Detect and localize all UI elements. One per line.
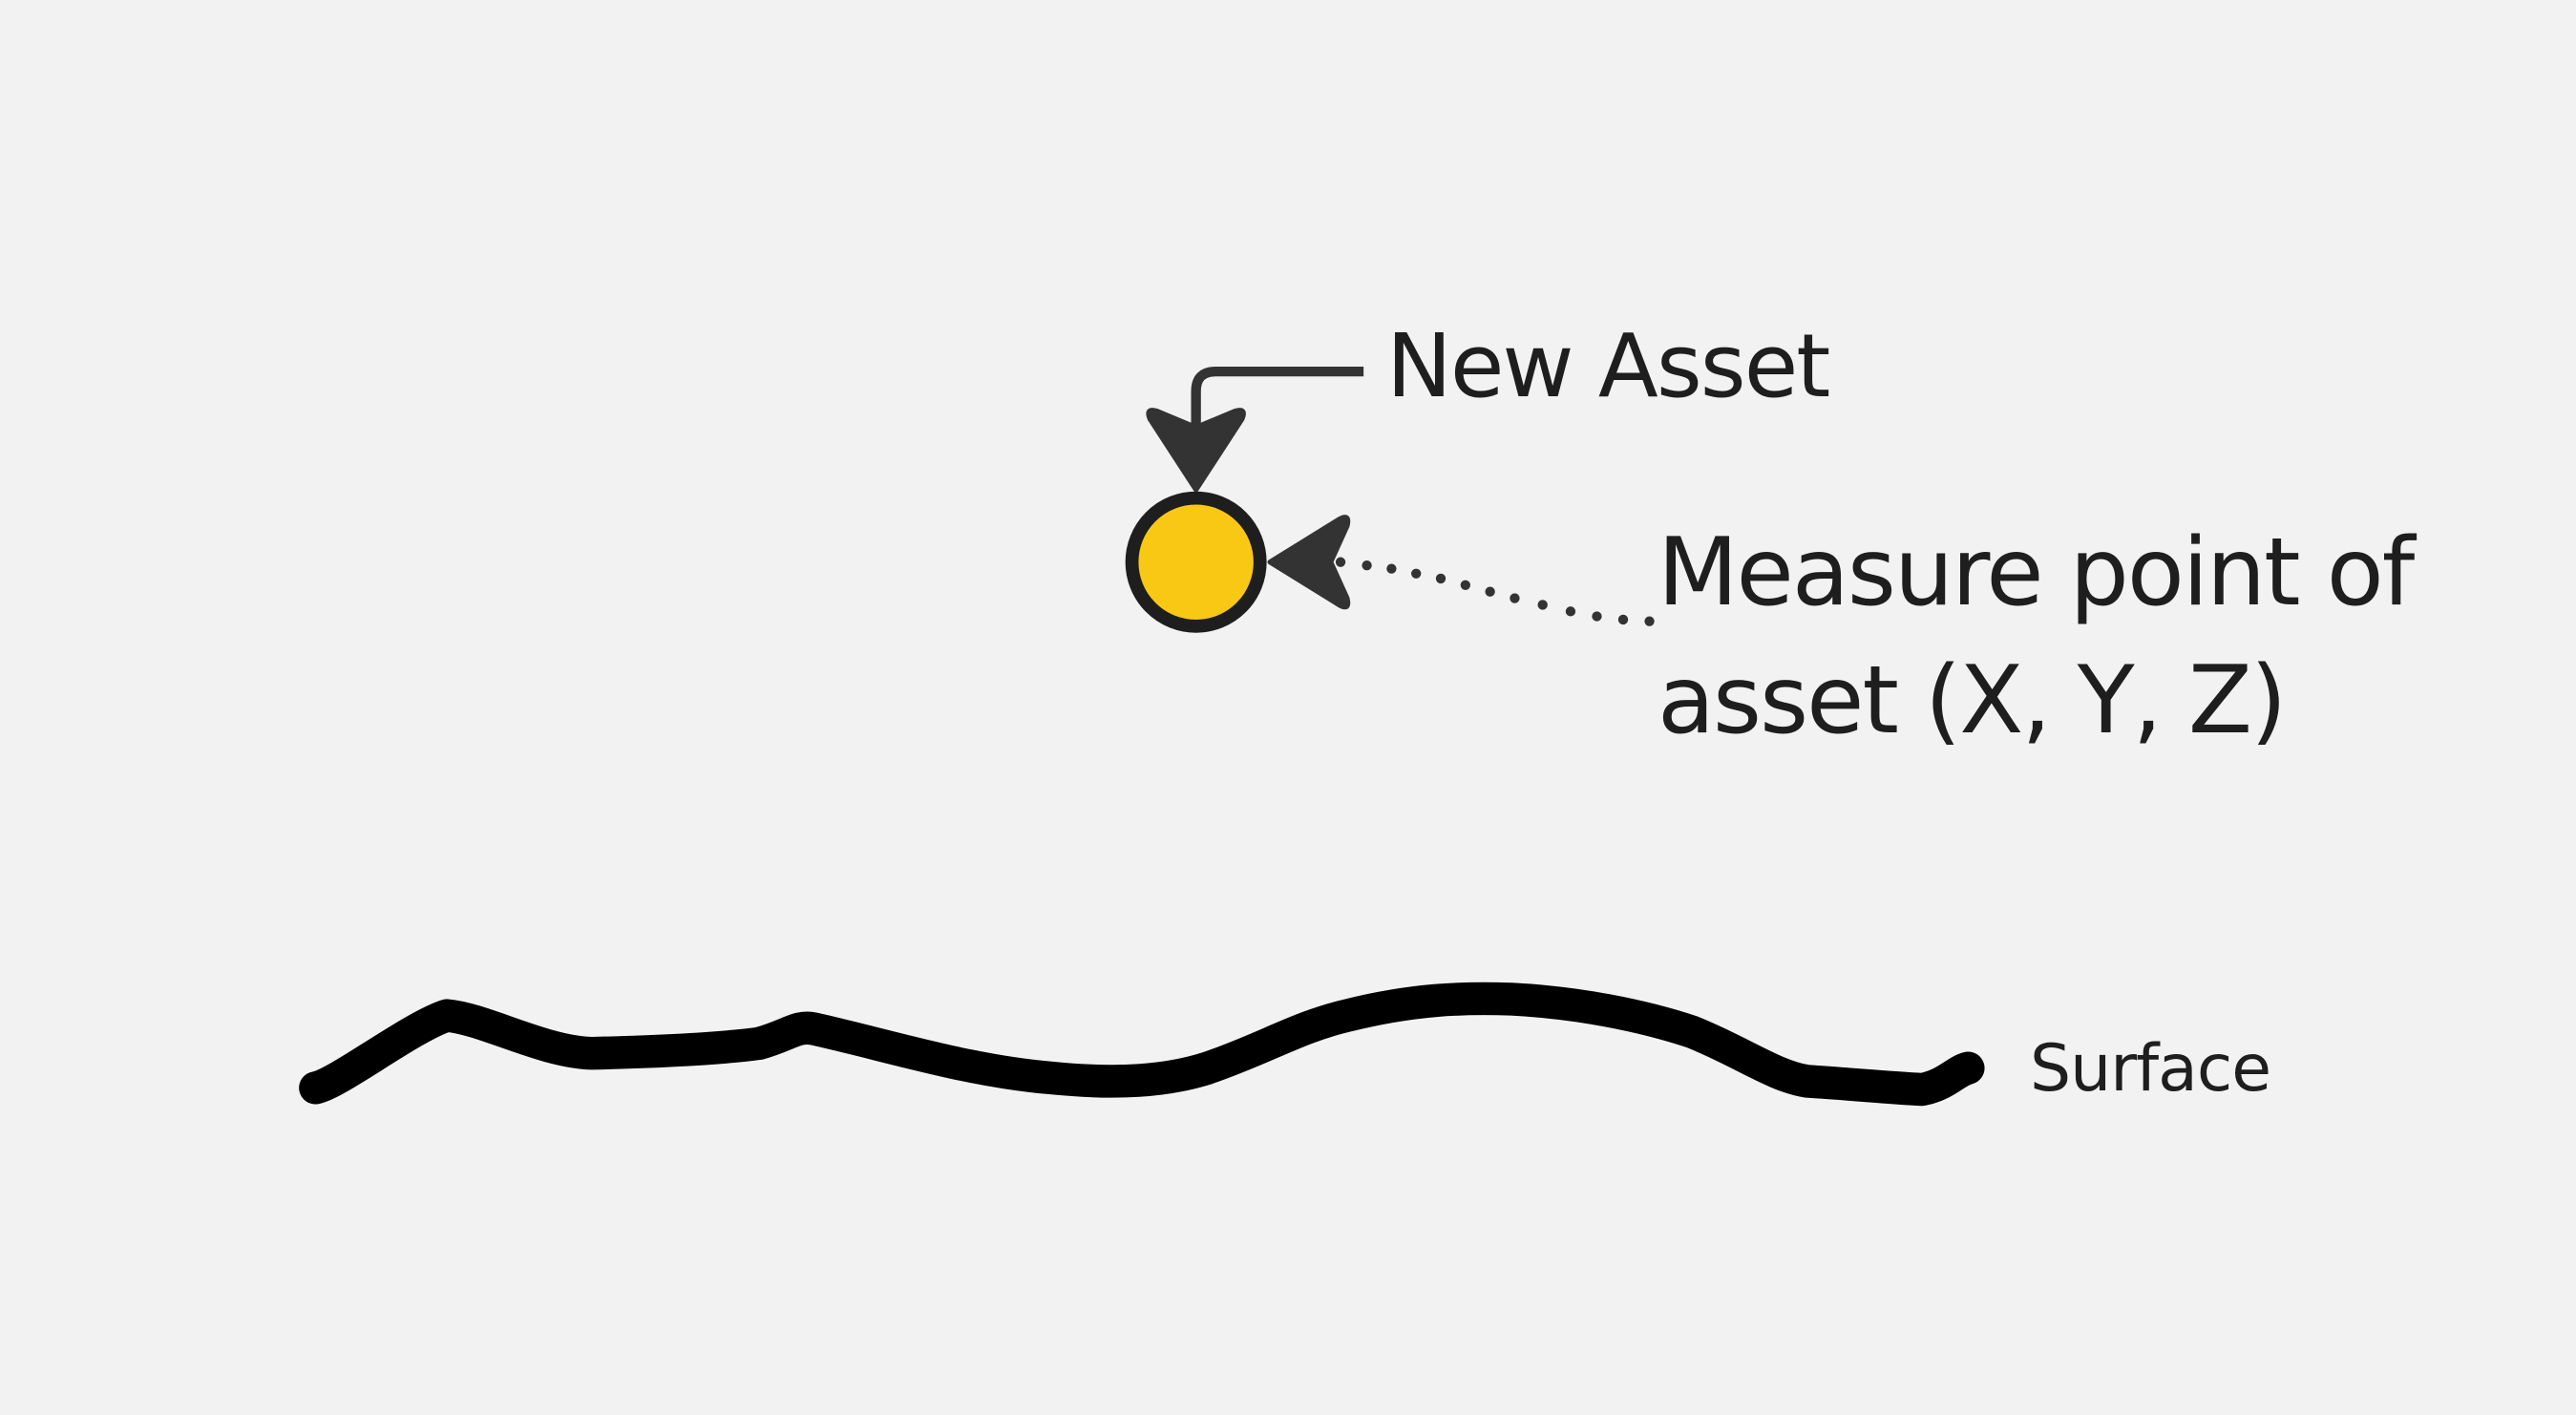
surface-label: Surface [2030,1031,2271,1107]
dotted-leader-line [1335,557,1655,626]
surface-line [299,982,1985,1107]
measure-point-label: Measure point of asset (X, Y, Z) [1658,509,2415,765]
new-asset-label: New Asset [1386,315,1830,417]
arrow-down-icon [1146,408,1246,493]
measure-point-label-line2: asset (X, Y, Z) [1658,646,2287,755]
arrow-left-icon [1267,515,1351,610]
new-asset-leader-line [1191,366,1364,444]
asset-measure-point[interactable] [1125,491,1267,633]
measure-point-label-line1: Measure point of [1658,518,2415,627]
